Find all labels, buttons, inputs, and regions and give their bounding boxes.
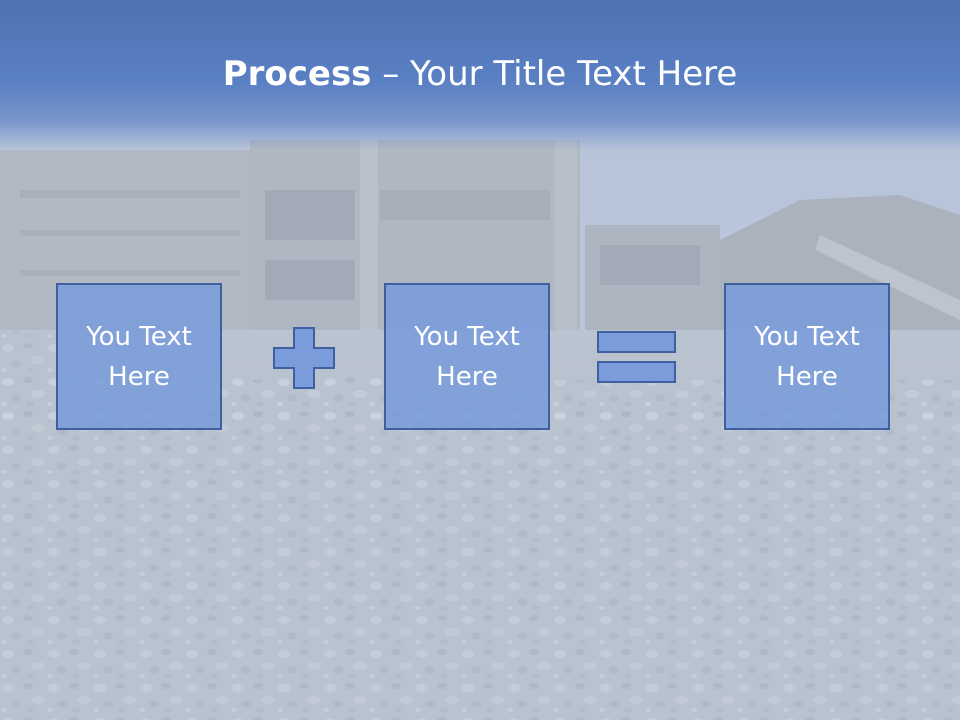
title-band xyxy=(0,0,960,150)
title-bold-part: Process xyxy=(222,54,372,94)
process-box-3[interactable]: You Text Here xyxy=(724,283,890,430)
plus-icon xyxy=(273,327,335,389)
process-box-3-text: You Text Here xyxy=(754,321,860,392)
equals-icon xyxy=(597,331,676,383)
process-box-2-text: You Text Here xyxy=(414,321,520,392)
slide-title: Process – Your Title Text Here xyxy=(0,52,960,96)
title-rest-part: – Your Title Text Here xyxy=(371,54,738,94)
process-box-1[interactable]: You Text Here xyxy=(56,283,222,430)
process-box-2[interactable]: You Text Here xyxy=(384,283,550,430)
process-box-1-text: You Text Here xyxy=(86,321,192,392)
